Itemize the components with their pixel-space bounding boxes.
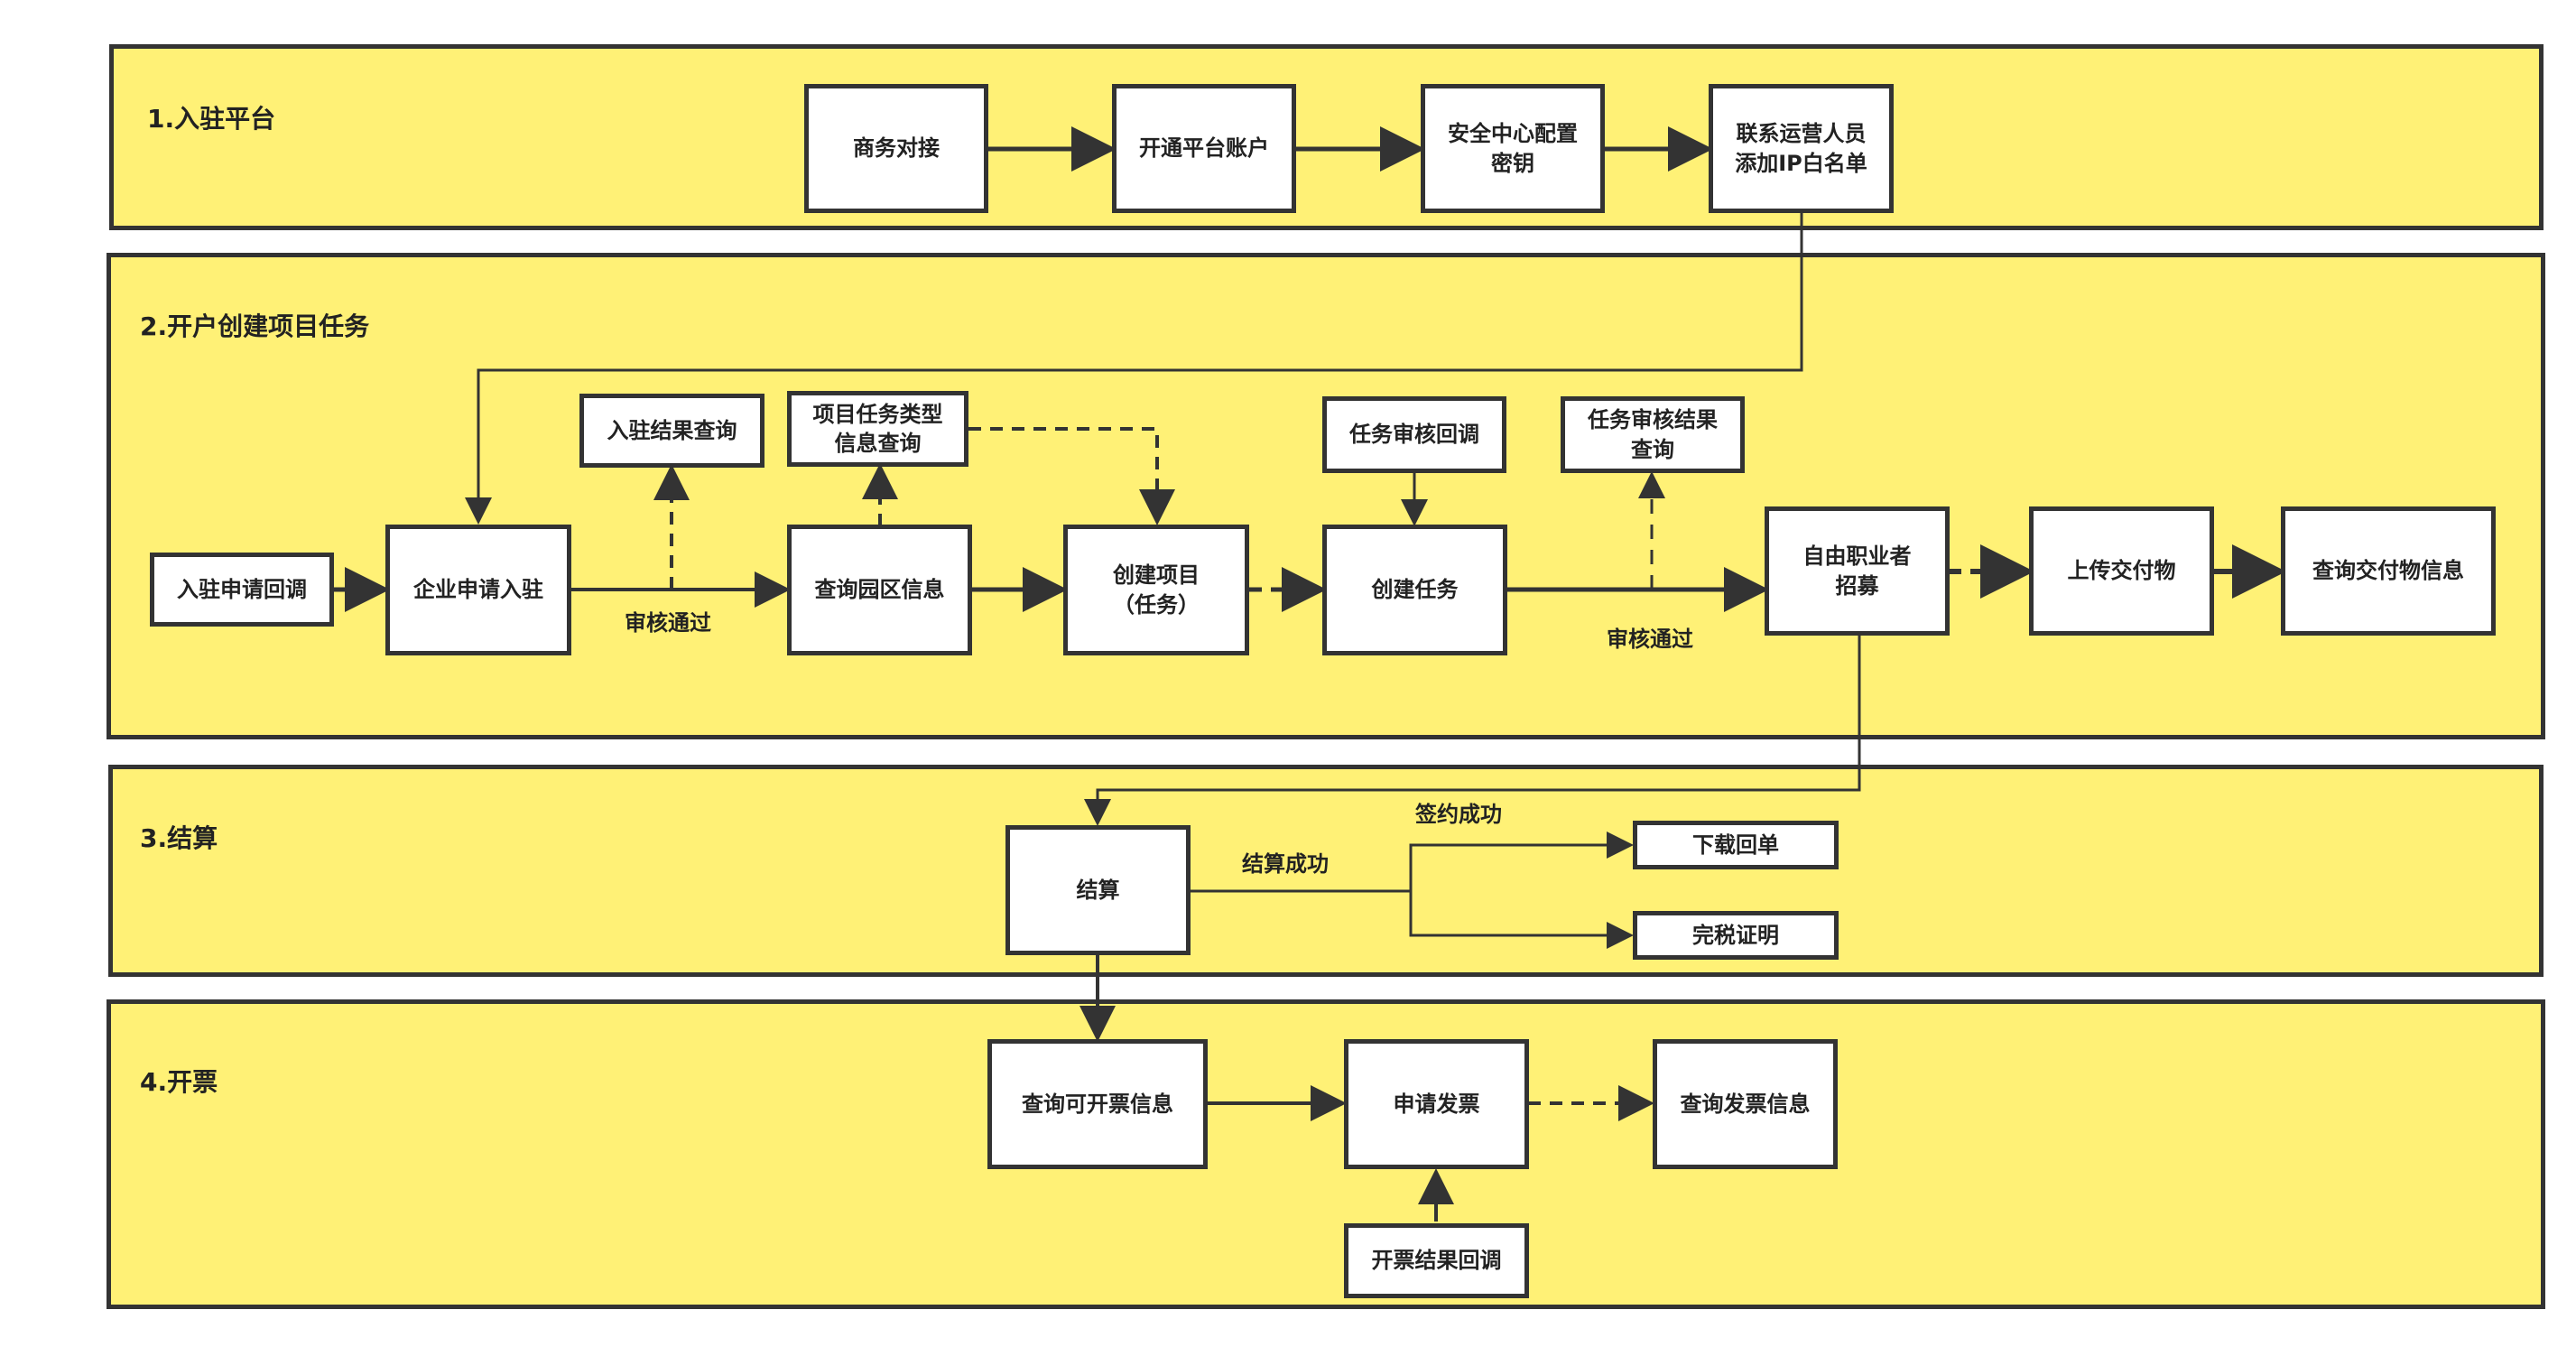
node-business-contact[interactable]: 商务对接 bbox=[804, 84, 988, 213]
node-onboard-result-query[interactable]: 入驻结果查询 bbox=[579, 394, 764, 468]
node-invoice-callback[interactable]: 开票结果回调 bbox=[1344, 1223, 1529, 1298]
node-ip-whitelist[interactable]: 联系运营人员 添加IP白名单 bbox=[1709, 84, 1894, 213]
node-enterprise-apply[interactable]: 企业申请入驻 bbox=[385, 525, 571, 655]
lane-project-task bbox=[107, 253, 2545, 739]
node-create-project[interactable]: 创建项目 （任务） bbox=[1063, 525, 1249, 655]
node-security-key[interactable]: 安全中心配置 密钥 bbox=[1421, 84, 1605, 213]
lane-title-onboarding: 1.入驻平台 bbox=[147, 104, 276, 134]
node-project-type-query[interactable]: 项目任务类型 信息查询 bbox=[787, 391, 968, 467]
node-tax-certificate[interactable]: 完税证明 bbox=[1633, 911, 1839, 960]
node-open-account[interactable]: 开通平台账户 bbox=[1112, 84, 1296, 213]
lane-title-invoicing: 4.开票 bbox=[140, 1067, 218, 1097]
node-onboard-callback[interactable]: 入驻申请回调 bbox=[150, 553, 334, 627]
edge-branch-to-receipt bbox=[1409, 831, 1634, 891]
node-query-deliverable[interactable]: 查询交付物信息 bbox=[2281, 506, 2496, 636]
edge-freelancer-to-settlement bbox=[1084, 635, 1861, 826]
node-task-review-callback[interactable]: 任务审核回调 bbox=[1322, 396, 1506, 473]
edge-label-contract-success: 签约成功 bbox=[1415, 802, 1502, 827]
node-query-invoiceable[interactable]: 查询可开票信息 bbox=[987, 1039, 1208, 1169]
edge-label-review-pass-2: 审核通过 bbox=[1607, 627, 1693, 652]
node-create-task[interactable]: 创建任务 bbox=[1322, 525, 1507, 655]
edge-whitelist-to-enterprise bbox=[465, 212, 1803, 525]
node-settlement[interactable]: 结算 bbox=[1005, 825, 1191, 955]
node-upload-deliverable[interactable]: 上传交付物 bbox=[2029, 506, 2214, 636]
lane-title-settlement: 3.结算 bbox=[140, 823, 218, 853]
node-freelancer-recruit[interactable]: 自由职业者 招募 bbox=[1765, 506, 1950, 636]
node-query-invoice[interactable]: 查询发票信息 bbox=[1653, 1039, 1838, 1169]
edge-label-settlement-success: 结算成功 bbox=[1242, 851, 1329, 877]
node-task-review-result-query[interactable]: 任务审核结果 查询 bbox=[1561, 396, 1745, 473]
edge-type-query-to-create-project bbox=[968, 427, 1175, 525]
edge-label-review-pass-1: 审核通过 bbox=[625, 610, 711, 636]
lane-invoicing bbox=[107, 999, 2545, 1309]
lane-settlement bbox=[108, 765, 2544, 977]
lane-title-project-task: 2.开户创建项目任务 bbox=[140, 311, 370, 341]
edge-branch-to-tax bbox=[1409, 891, 1634, 949]
node-download-receipt[interactable]: 下载回单 bbox=[1633, 821, 1839, 869]
node-park-info-query[interactable]: 查询园区信息 bbox=[787, 525, 972, 655]
node-apply-invoice[interactable]: 申请发票 bbox=[1344, 1039, 1529, 1169]
lane-onboarding bbox=[109, 44, 2544, 230]
